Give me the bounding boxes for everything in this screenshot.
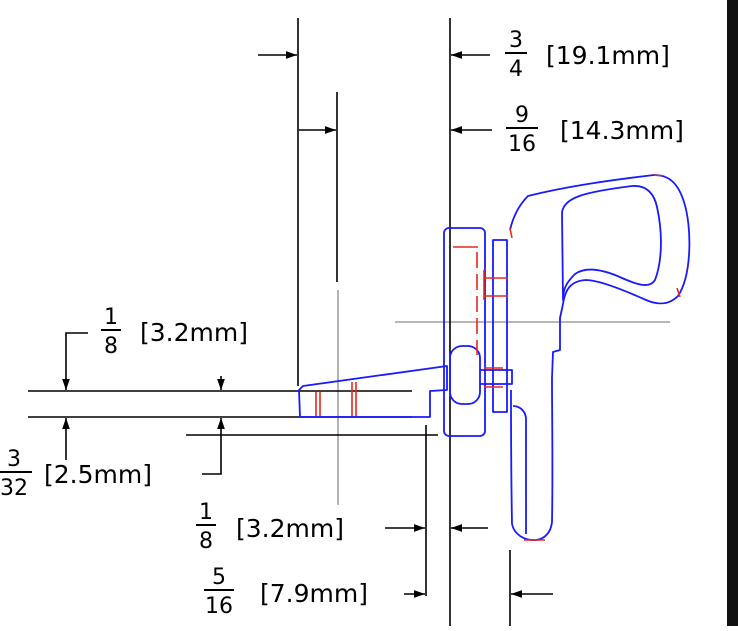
fraction-denominator: 16 xyxy=(508,132,536,157)
metric-value: [3.2mm] xyxy=(140,318,248,347)
extension-lines xyxy=(28,18,511,626)
dimension-label-3-32: 3 32 [2.5mm] xyxy=(0,447,152,501)
knob xyxy=(449,345,481,405)
fraction-numerator: 3 xyxy=(7,447,21,472)
metric-value: [3.2mm] xyxy=(236,514,344,543)
dim-3-32-right-arrow xyxy=(202,418,225,475)
fraction-denominator: 8 xyxy=(199,529,213,554)
fraction-numerator: 1 xyxy=(104,305,118,330)
dimension-label-9-16: 9 16 [14.3mm] xyxy=(506,103,684,157)
metric-value: [14.3mm] xyxy=(560,116,684,145)
locking-tab xyxy=(298,365,448,418)
metric-value: [2.5mm] xyxy=(44,460,152,489)
handle-tangent-mark-3 xyxy=(676,287,681,298)
part-outline xyxy=(298,174,691,541)
dimension-label-1-8-bottom: 1 8 [3.2mm] xyxy=(196,500,344,554)
handle-tangent-mark-2 xyxy=(653,174,663,177)
handle-outer-contour xyxy=(509,174,691,541)
metric-value: [7.9mm] xyxy=(260,579,368,608)
fraction-denominator: 8 xyxy=(104,334,118,359)
dimension-label-3-4: 3 4 [19.1mm] xyxy=(505,28,670,82)
handle-grip-opening xyxy=(561,185,662,301)
fraction-denominator: 4 xyxy=(509,57,523,82)
dim-1-8-top-upper-arrow xyxy=(62,332,88,390)
dimension-leaders xyxy=(62,51,553,598)
viewport-frame-edge xyxy=(727,0,738,626)
handle-tangent-mark-1 xyxy=(509,227,513,239)
hidden-lines xyxy=(315,174,681,541)
metric-value: [19.1mm] xyxy=(546,41,670,70)
dimension-label-1-8-top: 1 8 [3.2mm] xyxy=(101,305,248,359)
fraction-numerator: 1 xyxy=(199,500,213,525)
fraction-numerator: 3 xyxy=(509,28,523,53)
dimension-label-5-16: 5 16 [7.9mm] xyxy=(204,565,368,619)
inner-strip xyxy=(492,239,508,413)
fraction-numerator: 5 xyxy=(212,565,226,590)
fraction-denominator: 32 xyxy=(0,476,28,501)
center-lines xyxy=(337,290,670,505)
fraction-numerator: 9 xyxy=(515,103,529,128)
back-plate xyxy=(443,227,486,437)
shank-inner-line xyxy=(512,405,527,534)
connector-stub xyxy=(480,369,513,385)
fraction-denominator: 16 xyxy=(205,594,233,619)
